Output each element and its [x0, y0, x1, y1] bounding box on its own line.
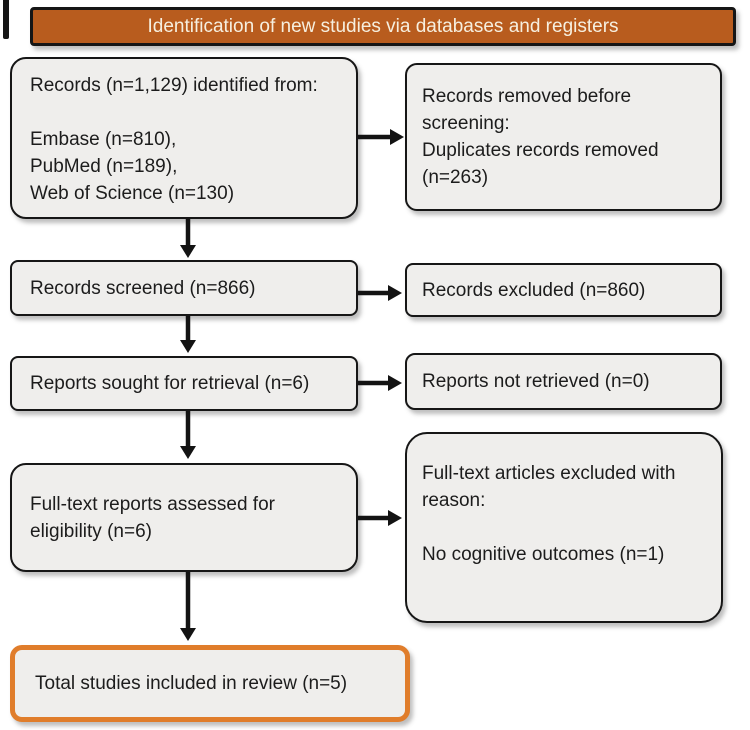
- records-screened-text: Records screened (n=866): [30, 277, 256, 299]
- box-reports-not-retrieved: Reports not retrieved (n=0): [405, 353, 722, 410]
- box-reports-sought: Reports sought for retrieval (n=6): [10, 356, 358, 411]
- arrow-identified-to-screened: [180, 219, 196, 258]
- box-fulltext-excluded: Full-text articles excluded with reason:…: [405, 432, 723, 623]
- records-identified-text: Records (n=1,129) identified from: Embas…: [30, 75, 318, 204]
- arrow-screened-to-sought: [180, 316, 196, 353]
- box-records-screened: Records screened (n=866): [10, 260, 358, 316]
- total-included-text: Total studies included in review (n=5): [35, 673, 348, 694]
- box-records-excluded: Records excluded (n=860): [405, 263, 722, 317]
- box-total-included: Total studies included in review (n=5): [10, 645, 410, 722]
- fulltext-excluded-text: Full-text articles excluded with reason:…: [422, 463, 676, 565]
- reports-sought-text: Reports sought for retrieval (n=6): [30, 373, 310, 394]
- reports-not-retrieved-text: Reports not retrieved (n=0): [422, 371, 650, 392]
- arrow-sought-to-not-retrieved: [358, 375, 402, 391]
- box-records-identified: Records (n=1,129) identified from: Embas…: [10, 57, 358, 219]
- arrow-identified-to-removed: [358, 129, 404, 145]
- box-fulltext-assessed: Full-text reports assessed for eligibili…: [10, 463, 358, 572]
- arrow-assessed-to-included: [180, 572, 196, 641]
- left-edge-crop-mark: [3, 0, 9, 39]
- arrow-screened-to-excluded: [358, 285, 402, 301]
- banner-title: Identification of new studies via databa…: [147, 15, 619, 37]
- arrow-sought-to-assessed: [180, 411, 196, 459]
- records-excluded-text: Records excluded (n=860): [422, 279, 646, 301]
- records-removed-text: Records removed before screening: Duplic…: [422, 86, 659, 188]
- banner-identification: Identification of new studies via databa…: [30, 7, 736, 46]
- box-records-removed: Records removed before screening: Duplic…: [405, 63, 722, 211]
- arrow-assessed-to-excluded-reason: [358, 510, 402, 526]
- fulltext-assessed-text: Full-text reports assessed for eligibili…: [30, 493, 275, 542]
